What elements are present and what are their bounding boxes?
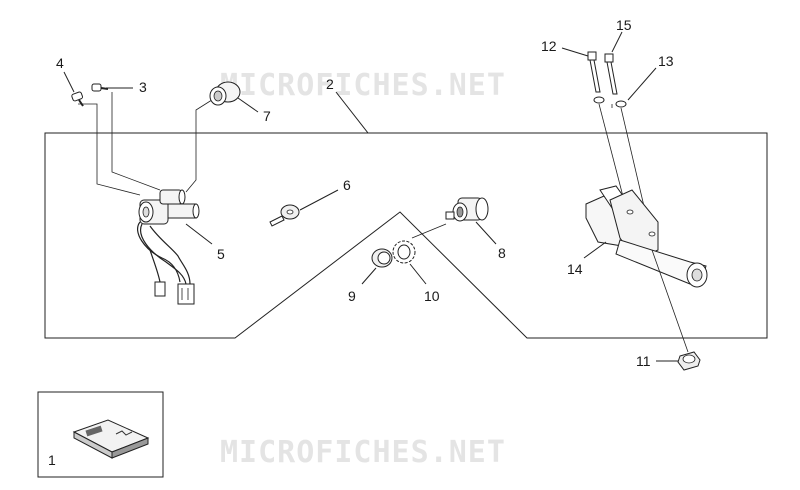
- leader-7: [237, 97, 259, 113]
- ref-number-11: 11: [636, 353, 651, 369]
- ref-number-9: 9: [348, 288, 356, 304]
- bracket-14-part: [585, 185, 708, 288]
- screw-3-part: [91, 83, 109, 92]
- washer-13b-part: [615, 100, 627, 108]
- washer-13a-part: [593, 96, 605, 104]
- key-6-part: [269, 204, 300, 227]
- leader-14: [583, 241, 607, 259]
- lock-cylinder-8-part: [445, 197, 489, 222]
- nut-11-part: [677, 351, 701, 371]
- leader-6: [299, 189, 339, 211]
- ref-number-5: 5: [217, 246, 225, 262]
- ref-number-12: 12: [541, 38, 557, 54]
- manual-box: [37, 391, 164, 478]
- axis-line-d: [651, 249, 689, 353]
- bolt-15-part: [604, 53, 618, 95]
- ref-number-8: 8: [498, 245, 506, 261]
- leader-10: [409, 263, 427, 285]
- axis-line-a: [598, 103, 627, 209]
- watermark-top: MICROFICHES.NET: [220, 68, 506, 103]
- ref-number-6: 6: [343, 177, 351, 193]
- leader-15: [611, 31, 623, 53]
- ref-number-7: 7: [263, 108, 271, 124]
- ignition-switch-part: [137, 189, 200, 305]
- ref-number-10: 10: [424, 288, 440, 304]
- leader-13: [627, 67, 657, 101]
- screw-4-part: [71, 91, 84, 107]
- watermark-bottom: MICROFICHES.NET: [220, 435, 506, 470]
- ref-number-2: 2: [326, 76, 334, 92]
- leader-5: [185, 223, 213, 245]
- leader-12: [561, 47, 589, 57]
- washer-10-part: [392, 240, 416, 264]
- ref-number-4: 4: [56, 55, 64, 71]
- ring-nut-9-part: [371, 248, 393, 268]
- leader-3-path: [111, 92, 161, 191]
- leader-8-path: [411, 223, 447, 239]
- cap-7-part: [209, 81, 241, 106]
- ref-number-1: 1: [48, 452, 56, 468]
- leader-7-path: [185, 97, 216, 193]
- kit-outline: [44, 132, 768, 339]
- leader-4: [63, 71, 75, 93]
- manual-book-icon: [72, 419, 150, 459]
- leader-2: [335, 91, 369, 134]
- ref-number-13: 13: [658, 53, 674, 69]
- ref-number-15: 15: [616, 17, 632, 33]
- leader-9: [361, 267, 377, 285]
- ref-number-14: 14: [567, 261, 583, 277]
- ref-number-3: 3: [139, 79, 147, 95]
- bolt-12-part: [587, 51, 601, 93]
- leader-8: [475, 221, 497, 245]
- leader-4-path: [78, 103, 141, 196]
